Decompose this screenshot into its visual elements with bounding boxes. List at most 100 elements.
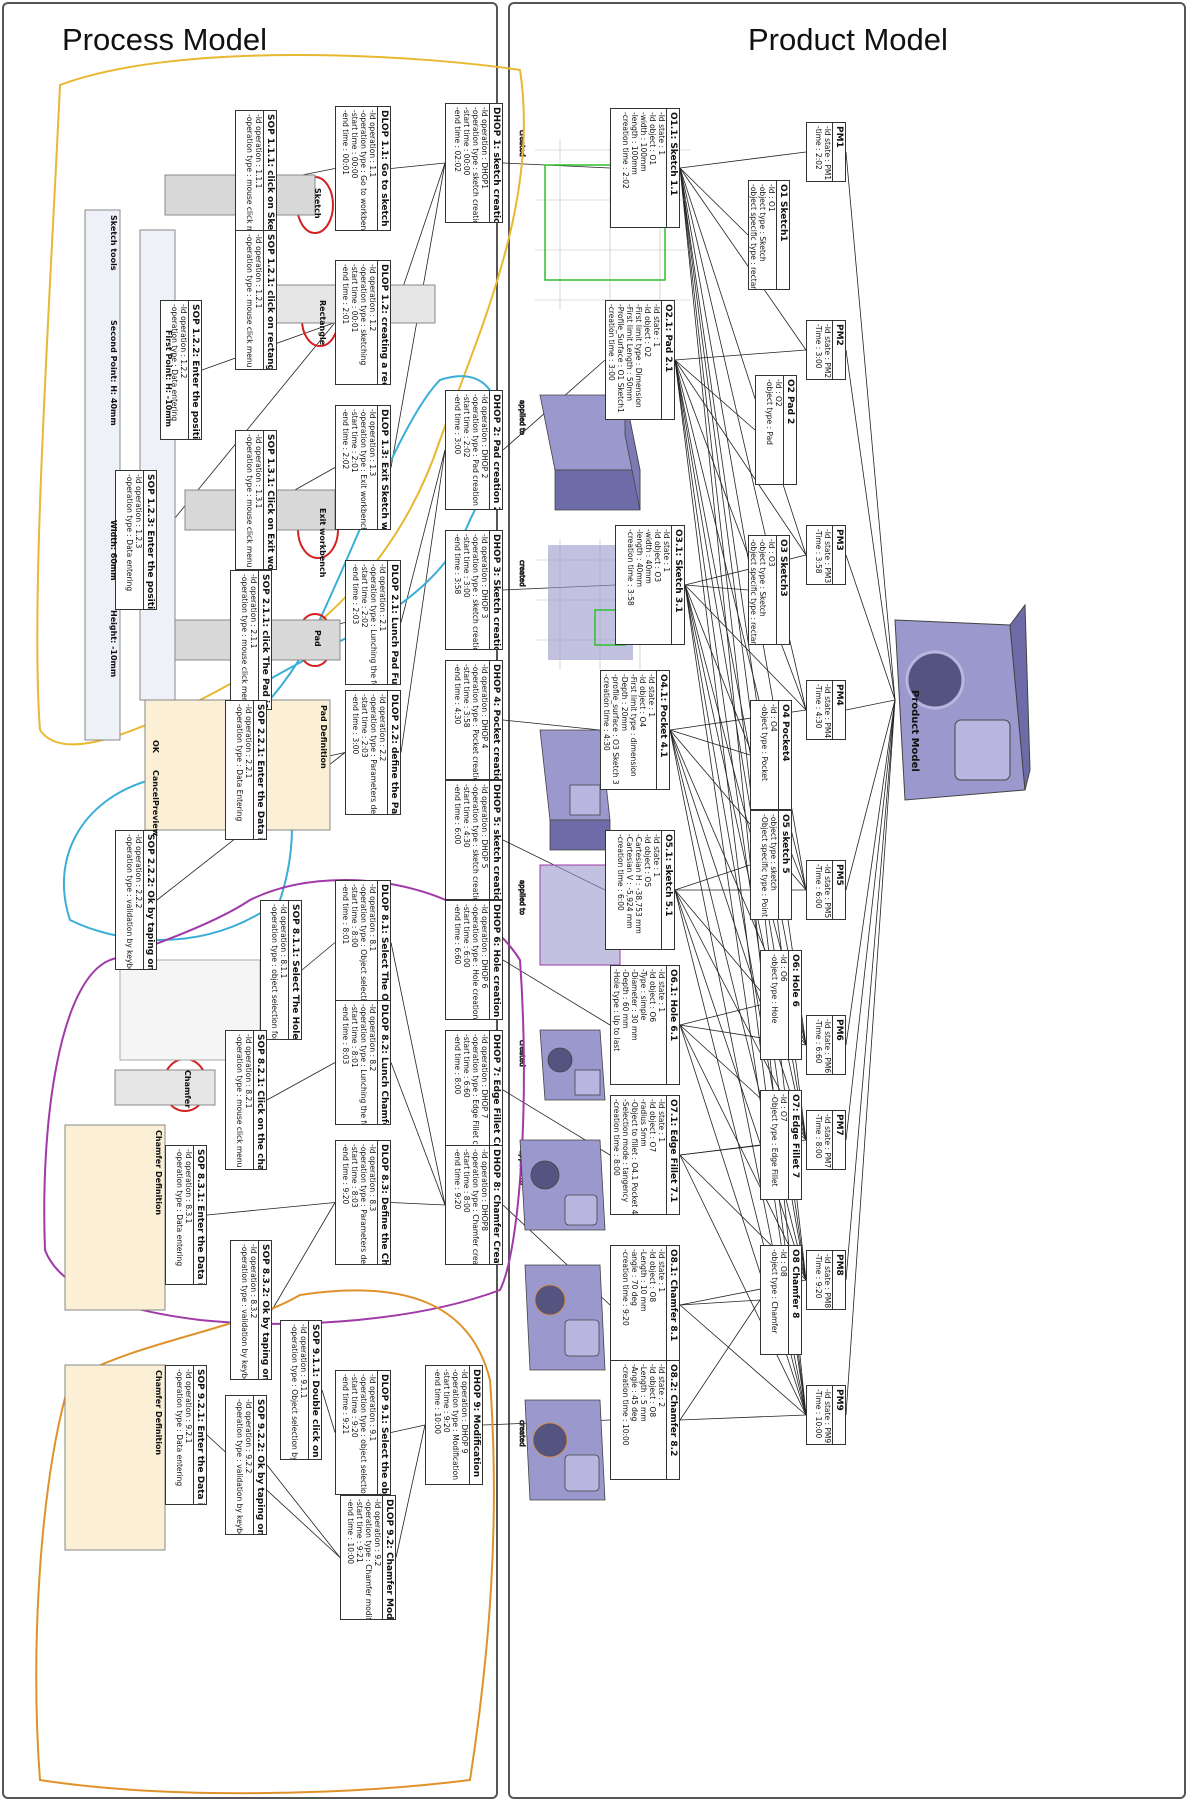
state-attribute: -Time : 6:00: [814, 864, 823, 909]
state-title: PM3: [832, 526, 845, 584]
dlop-attribute: -end time : 3:00: [351, 694, 360, 755]
state-title: PM9: [832, 1386, 845, 1444]
dhop-box-2: DHOP 2: Pad creation 2-Id operation : DH…: [445, 390, 503, 510]
state-to-product-link: [845, 699, 896, 1281]
object-type-attribute: -object type : sketch: [769, 814, 778, 891]
toolbar-strip-chamfer: [114, 1069, 216, 1106]
object-attribute: -Type : simple: [639, 969, 648, 1021]
dlop-attribute: -start time : 2:03: [360, 694, 369, 758]
sop-attribute: -Id operation : 9.2.1: [184, 1369, 193, 1444]
sop-title: SOP 9.2.1: Enter the Data in Chamfer Def…: [193, 1366, 206, 1505]
width-label: Width: 60mm: [109, 520, 118, 581]
dlop-title: DLOP 2.2: define the Pad parameters: [387, 691, 400, 815]
dlop-box-1: DLOP 1.1: Go to sketch workbench-Id oper…: [335, 106, 391, 231]
preview-button[interactable]: Preview: [151, 800, 160, 837]
state-to-product-link: [845, 699, 896, 891]
object-attribute: -Id object : O3: [653, 529, 662, 583]
ok-button[interactable]: OK: [151, 740, 160, 753]
object-type-title: O3 Sketch3: [776, 536, 789, 644]
sop-box-11: SOP 8.3.1: Enter the Data in Chamfer Def…: [165, 1145, 207, 1285]
sop-box-7: SOP 2.2.1: Enter the Data in Pad Definit…: [225, 700, 267, 840]
state-title: PM6: [832, 1016, 845, 1074]
object-attribute: -Id object : O8: [648, 1249, 657, 1303]
object-to-type-link: [679, 1299, 761, 1421]
chamfer-icon-label[interactable]: Chamfer: [183, 1070, 192, 1109]
object-to-type-link: [679, 1144, 761, 1156]
state-attribute: -Id state : PM6: [823, 1019, 832, 1074]
dlop-attribute: -start time : 2:02: [360, 564, 369, 628]
dhop-attribute: -start time : 4:30: [462, 784, 471, 848]
object-attribute: -Id state : 2: [657, 1364, 666, 1408]
part-chamfer-8-1: [524, 1264, 606, 1371]
dlop-box-9: DLOP 9.1: Select the object-Id operation…: [335, 1370, 391, 1495]
state-box-1: PM1-Id state : PM1-time : 2:02: [806, 122, 846, 182]
dhop-box-6: DHOP 6: Hole creation-Id operation : DHO…: [445, 900, 503, 1020]
sketch-icon-label[interactable]: Sketch: [313, 188, 322, 219]
object-attribute: -Id object : O2: [643, 304, 652, 358]
object-box-2: O2.1: Pad 2.1-Id state : 1-Id object : O…: [605, 300, 675, 420]
state-box-6: PM6-Id state : PM6-Time : 6:60: [806, 1015, 846, 1075]
dhop-attribute: -start time : 6:60: [462, 1034, 471, 1098]
sop-to-dlop-link: [321, 1389, 336, 1433]
sop-attribute: -Id operation : 1.3.1: [254, 434, 263, 509]
sop-title: SOP 1.2.2: Enter the position of a recta…: [188, 301, 201, 440]
dlop-title: DLOP 1.2: creating a rectangle: [377, 261, 390, 385]
dlop-attribute: -start time : 2:01: [350, 409, 359, 473]
state-box-5: PM5-Id state : PM5-Time : 6:00: [806, 860, 846, 920]
dlop-attribute: -Id operation : 1.3: [368, 409, 377, 477]
state-attribute: -Time : 10:00: [814, 1389, 823, 1439]
pad-icon-label[interactable]: Pad: [313, 630, 322, 647]
object-attribute: -First limit type : dimension: [629, 674, 638, 777]
object-attribute: -creation time : 9:20: [621, 1249, 630, 1326]
second-point-label: Second Point: H: 40mm: [109, 320, 118, 426]
object-title: O7.1: Edge Fillet 7.1: [666, 1096, 679, 1214]
product-model-3d: [894, 603, 1031, 801]
sop-attribute: -operation type : Object selection by do…: [290, 1324, 299, 1460]
object-attribute: -Length : 5 mm: [639, 1364, 648, 1422]
dlop-attribute: -Id operation : 8.3: [368, 1144, 377, 1212]
sop-box-4: SOP 1.2.3: Enter the position of width a…: [115, 470, 157, 610]
object-to-state-link: [674, 359, 807, 1046]
dlop-attribute: -end time : 9:20: [341, 1144, 350, 1205]
dlop-attribute: -end time : 8:01: [341, 884, 350, 945]
dhop-box-3: DHOP 3: Sketch creation-Id operation : D…: [445, 530, 503, 650]
state-box-4: PM4-Id state : PM4-Time : 4:30: [806, 680, 846, 740]
object-box-3: O3.1: Sketch 3.1-Id state : 1-Id object …: [615, 525, 685, 645]
object-attribute: -Cartesian H : -38,753 mm: [634, 834, 643, 934]
rectangle-icon-label[interactable]: Rectangle: [318, 300, 327, 346]
object-type-box-5: O5 sketch 5-object type : sketch-Object …: [750, 810, 792, 920]
chamfer-definition-label-2: Chamfer Definition: [154, 1370, 163, 1456]
sop-attribute: -operation type : Data Entering: [235, 704, 244, 822]
object-attribute: -creation time : 3:58: [626, 529, 635, 606]
sop-attribute: -Id operation : 2.2.2: [134, 834, 143, 909]
object-to-state-link: [679, 167, 807, 556]
dlop-to-dhop-link: [400, 449, 446, 623]
state-box-3: PM3-Id state : PM3-Time : 3:58: [806, 525, 846, 585]
object-title: O6.1: Hole 6.1: [666, 966, 679, 1084]
product-model-title: Product Model: [748, 22, 948, 57]
cancel-button[interactable]: Cancel: [151, 770, 160, 800]
state-attribute: -Id state : PM2: [823, 324, 832, 379]
dlop-attribute: -operation type : object selection: [359, 1374, 368, 1495]
object-type-attribute: -Id : O4: [769, 704, 778, 732]
object-box-8: O8.1: Chamfer 8.1-Id state : 1-Id object…: [610, 1245, 680, 1365]
object-attribute: -First limit Length : 50mm: [625, 304, 634, 402]
dhop-attribute: -end time : 6:00: [453, 784, 462, 845]
sop-box-8: SOP 2.2.2: Ok by taping on 'Enter key' i…: [115, 830, 157, 970]
exit-icon-label[interactable]: Exit workbench: [318, 508, 327, 578]
sop-attribute: -Id operation : 8.3.2: [249, 1244, 258, 1319]
dhop-attribute: -start time : 2:02: [462, 394, 471, 458]
object-attribute: -Object to fillet : O4.1 Pocket 4.1: [630, 1099, 639, 1215]
object-box-6: O6.1: Hole 6.1-Id state : 1-Id object : …: [610, 965, 680, 1085]
state-attribute: -Time : 3:00: [814, 324, 823, 369]
state-to-product-link: [845, 699, 896, 1416]
object-type-attribute: -Object specific type : Point: [760, 814, 769, 918]
object-attribute: -creation time : 3:00: [607, 304, 616, 381]
part-pocket-4: [539, 729, 611, 851]
dlop-to-dhop-link: [395, 1424, 426, 1558]
object-attribute: -Id object : O6: [648, 969, 657, 1023]
dhop-box-8: DHOP 8: Chamfer Creation-Id operation : …: [445, 1145, 503, 1265]
object-attribute: -width : 40mm: [644, 529, 653, 584]
sop-attribute: -Id operation : 2.1.1: [249, 574, 258, 649]
sop-box-10: SOP 8.2.1: Click on the chamfer icon in …: [225, 1030, 267, 1170]
